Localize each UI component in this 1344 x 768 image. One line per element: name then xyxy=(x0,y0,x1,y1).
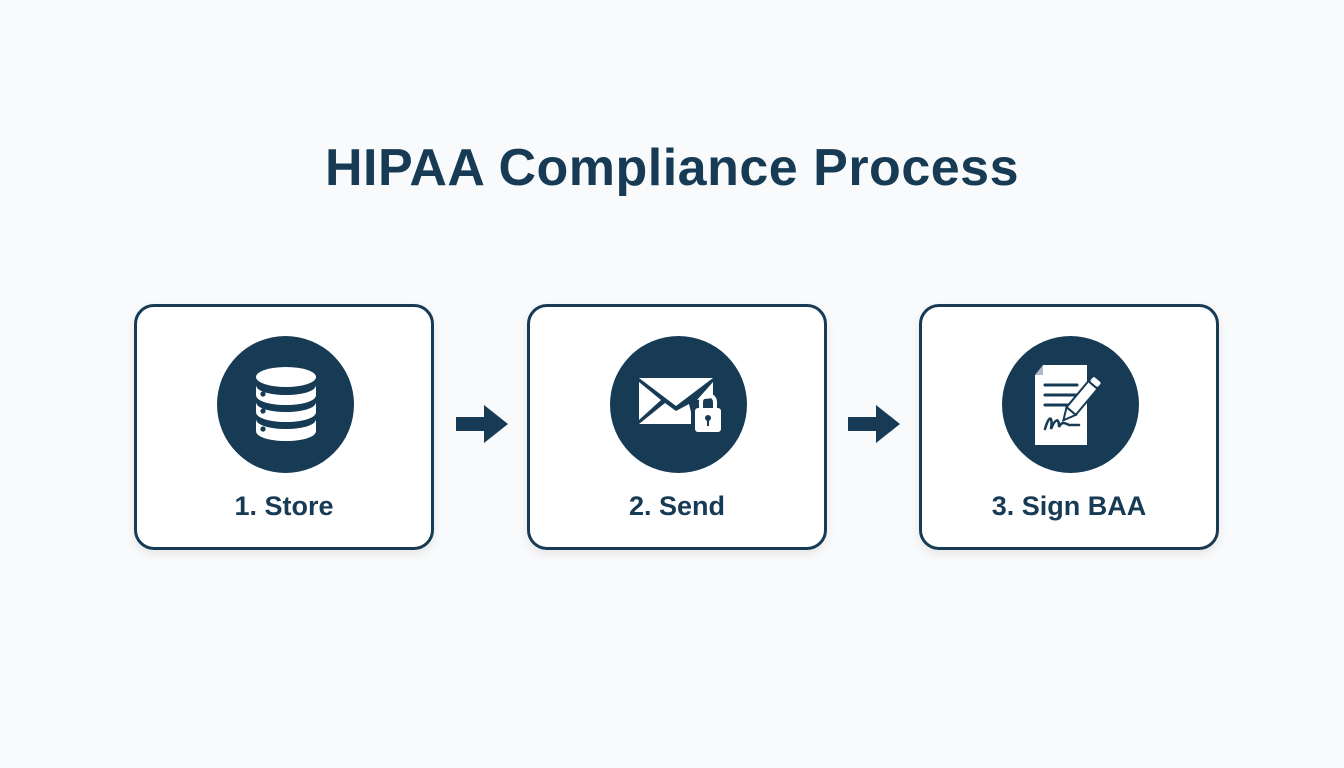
arrow-right-icon xyxy=(848,405,900,443)
diagram-title: HIPAA Compliance Process xyxy=(325,139,1019,197)
step-label: 1. Store xyxy=(234,491,334,521)
signed-document-icon xyxy=(1002,336,1139,473)
step-card-send: 2. Send xyxy=(527,304,827,550)
step-label: 2. Send xyxy=(628,491,726,521)
step-card-store: 1. Store xyxy=(134,304,434,550)
step-label: 3. Sign BAA xyxy=(991,491,1147,521)
step-card-sign-baa: 3. Sign BAA xyxy=(919,304,1219,550)
arrow-right-icon xyxy=(456,405,508,443)
database-icon xyxy=(217,336,354,473)
envelope-lock-icon xyxy=(610,336,747,473)
